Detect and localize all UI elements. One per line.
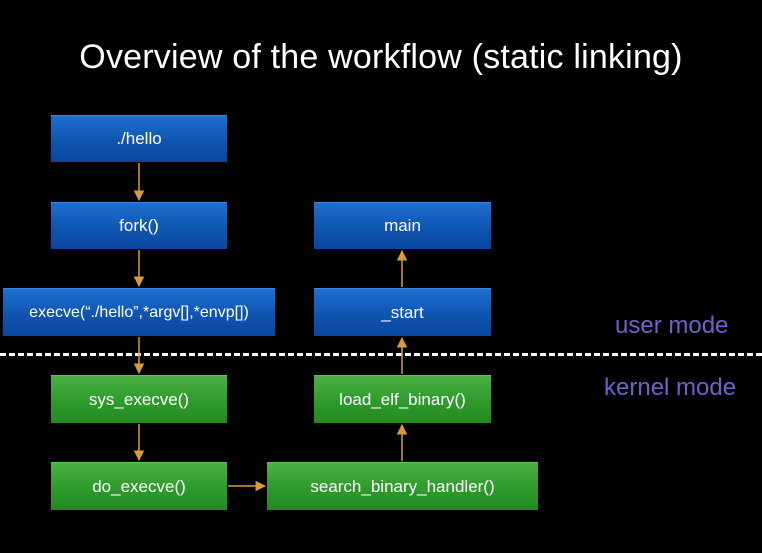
node-main: main [314,202,491,249]
node-do-execve: do_execve() [51,462,227,510]
kernel-mode-label: kernel mode [604,374,737,401]
node-sys-execve: sys_execve() [51,375,227,423]
mode-divider [0,353,762,356]
node-load-elf-binary: load_elf_binary() [314,375,491,423]
node-hello: ./hello [51,115,227,162]
node-start: _start [314,288,491,336]
node-search-binary-handler: search_binary_handler() [267,462,538,510]
node-execve: execve(“./hello”,*argv[],*envp[]) [3,288,275,336]
user-mode-label: user mode [615,312,729,339]
node-fork: fork() [51,202,227,249]
slide-title: Overview of the workflow (static linking… [79,38,683,76]
